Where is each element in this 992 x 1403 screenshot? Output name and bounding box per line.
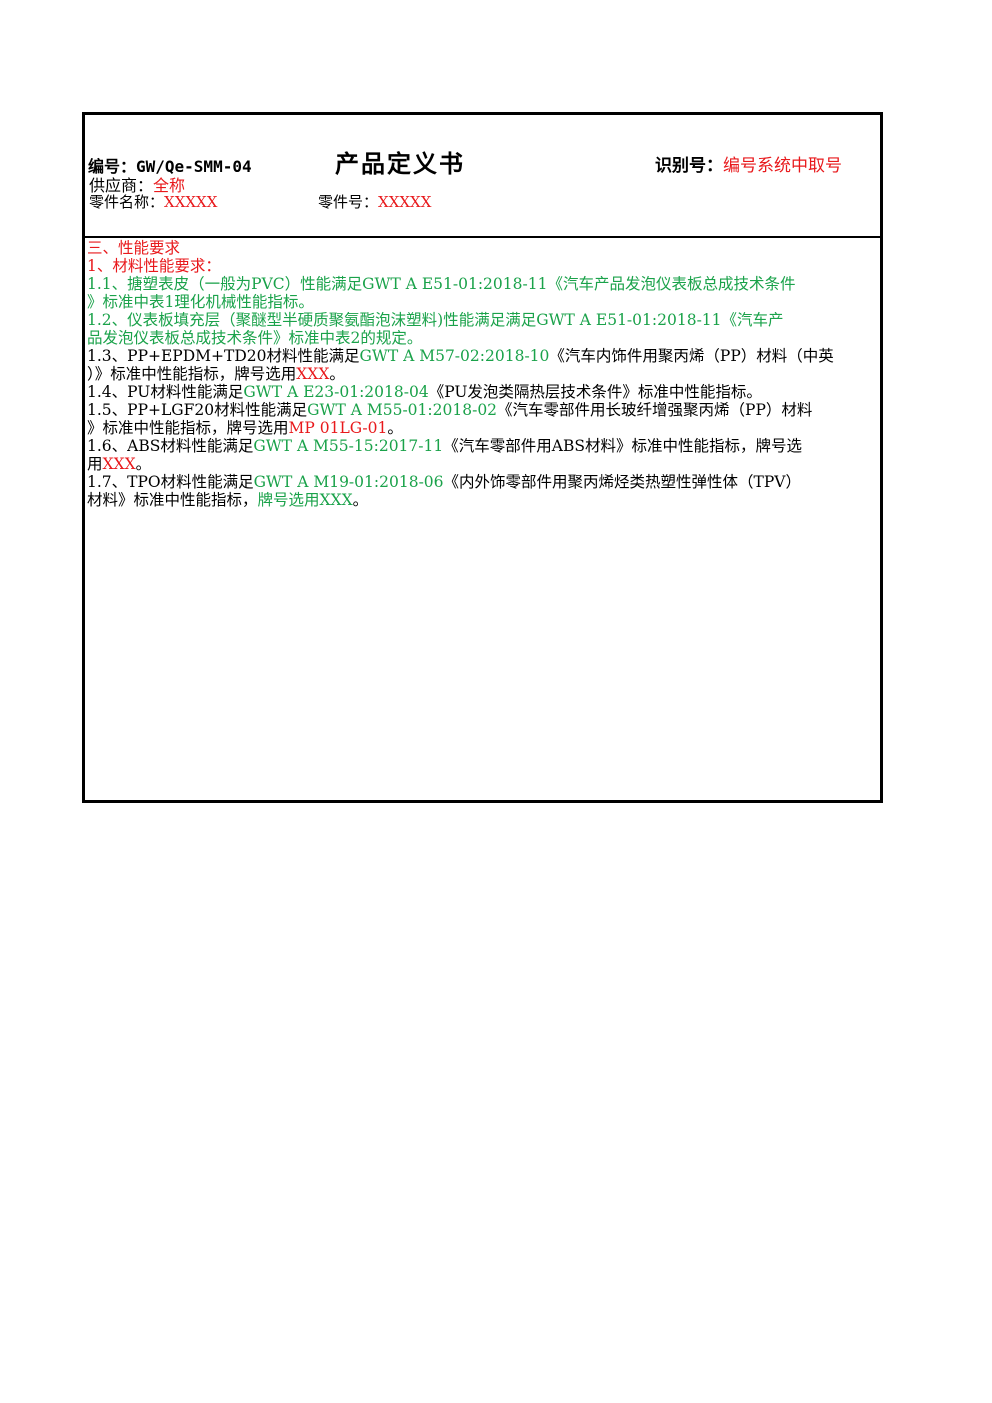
requirement-line: 1.3、PP+EPDM+TD20材料性能满足GWT A M57-02:2018-… xyxy=(87,347,879,365)
requirement-text-segment: 1.3、PP+EPDM+TD20材料性能满足 xyxy=(87,347,360,365)
requirement-text-segment: XXX xyxy=(296,365,330,383)
requirement-text-segment: 牌号选用XXX xyxy=(257,491,353,509)
requirement-text-segment: 品发泡仪表板总成技术条件》标准中表2的规定。 xyxy=(87,329,423,347)
requirement-line: 1.5、PP+LGF20材料性能满足GWT A M55-01:2018-02《汽… xyxy=(87,401,879,419)
requirement-text-segment: 用 xyxy=(87,455,103,473)
requirement-item: 1.5、PP+LGF20材料性能满足GWT A M55-01:2018-02《汽… xyxy=(87,401,879,437)
ident-value: 编号系统中取号 xyxy=(723,156,842,176)
requirement-text-segment: 。 xyxy=(135,455,152,473)
requirement-text-segment: 《汽车零部件用ABS材料》标准中性能指标，牌号选 xyxy=(443,437,802,455)
requirement-items: 1.1、搪塑表皮（一般为PVC）性能满足GWT A E51-01:2018-11… xyxy=(87,275,879,509)
part-name-value: XXXXX xyxy=(164,193,218,211)
requirement-text-segment: 1.1、搪塑表皮（一般为PVC）性能满足GWT A E51-01:2018-11… xyxy=(87,275,796,293)
requirement-text-segment: 《汽车零部件用长玻纤增强聚丙烯（PP）材料 xyxy=(497,401,813,419)
part-row: 零件名称：XXXXX 零件号：XXXXX xyxy=(89,191,879,212)
requirement-line: 用XXX。 xyxy=(87,455,879,473)
requirement-text-segment: 1.4、PU材料性能满足 xyxy=(87,383,244,401)
supplier-row: 供应商：全称 xyxy=(89,172,185,196)
requirement-line: 1.2、仪表板填充层（聚醚型半硬质聚氨酯泡沫塑料)性能满足满足GWT A E51… xyxy=(87,311,879,329)
requirement-text-segment: 》标准中性能指标，牌号选用 xyxy=(87,419,289,437)
requirement-text-segment: XXX xyxy=(102,455,136,473)
document-header: 编号：GW/Qe-SMM-04 产品定义书 识别号：编号系统中取号 供应商：全称… xyxy=(85,115,880,238)
requirement-item: 1.4、PU材料性能满足GWT A E23-01:2018-04《PU发泡类隔热… xyxy=(87,383,879,401)
requirement-text-segment: GWT A E23-01:2018-04 xyxy=(243,383,429,401)
requirement-line: ）》标准中性能指标，牌号选用XXX。 xyxy=(87,365,879,383)
requirement-line: 1.1、搪塑表皮（一般为PVC）性能满足GWT A E51-01:2018-11… xyxy=(87,275,879,293)
requirement-text-segment: 。 xyxy=(352,491,369,509)
requirement-line: 品发泡仪表板总成技术条件》标准中表2的规定。 xyxy=(87,329,879,347)
requirement-text-segment: 1.2、仪表板填充层（聚醚型半硬质聚氨酯泡沫塑料)性能满足满足GWT A E51… xyxy=(87,311,784,329)
ident-label: 识别号： xyxy=(655,156,723,176)
requirement-line: 》标准中表1理化机械性能指标。 xyxy=(87,293,879,311)
requirement-text-segment: MP 01LG-01 xyxy=(288,419,388,437)
requirement-line: 1.6、ABS材料性能满足GWT A M55-15:2017-11《汽车零部件用… xyxy=(87,437,879,455)
requirement-text-segment: GWT A M57-02:2018-10 xyxy=(359,347,550,365)
section-subheading: 1、材料性能要求： xyxy=(87,257,221,275)
supplier-value: 全称 xyxy=(153,176,186,195)
section-heading: 三、性能要求 xyxy=(87,239,181,257)
requirement-text-segment: 《汽车内饰件用聚丙烯（PP）材料（中英 xyxy=(549,347,834,365)
requirement-line: 材料》标准中性能指标，牌号选用XXX。 xyxy=(87,491,879,509)
requirement-item: 1.3、PP+EPDM+TD20材料性能满足GWT A M57-02:2018-… xyxy=(87,347,879,383)
page-title: 产品定义书 xyxy=(335,150,465,178)
part-no-value: XXXXX xyxy=(378,193,432,211)
requirement-item: 1.2、仪表板填充层（聚醚型半硬质聚氨酯泡沫塑料)性能满足满足GWT A E51… xyxy=(87,311,879,347)
supplier-label: 供应商： xyxy=(89,176,154,195)
document-frame: 编号：GW/Qe-SMM-04 产品定义书 识别号：编号系统中取号 供应商：全称… xyxy=(82,112,883,803)
requirement-text-segment: ）》标准中性能指标，牌号选用 xyxy=(87,365,297,383)
requirement-text-segment: 《内外饰零部件用聚丙烯烃类热塑性弹性体（TPV） xyxy=(443,473,801,491)
requirement-text-segment: 。 xyxy=(387,419,403,437)
requirement-item: 1.6、ABS材料性能满足GWT A M55-15:2017-11《汽车零部件用… xyxy=(87,437,879,473)
requirement-text-segment: 。 xyxy=(329,365,345,383)
requirement-text-segment: 1.5、PP+LGF20材料性能满足 xyxy=(87,401,308,419)
requirement-line: 1.4、PU材料性能满足GWT A E23-01:2018-04《PU发泡类隔热… xyxy=(87,383,879,401)
requirement-text-segment: GWT A M19-01:2018-06 xyxy=(253,473,444,491)
requirement-item: 1.7、TPO材料性能满足GWT A M19-01:2018-06《内外饰零部件… xyxy=(87,473,879,509)
requirement-text-segment: 1.6、ABS材料性能满足 xyxy=(87,437,254,455)
doc-number: 编号：GW/Qe-SMM-04 xyxy=(88,157,252,176)
ident-row: 识别号：编号系统中取号 xyxy=(655,151,842,176)
part-no-group: 零件号：XXXXX xyxy=(318,191,431,212)
requirement-text-segment: 1.7、TPO材料性能满足 xyxy=(87,473,254,491)
part-no-label: 零件号： xyxy=(318,193,379,211)
requirement-line: 1.7、TPO材料性能满足GWT A M19-01:2018-06《内外饰零部件… xyxy=(87,473,879,491)
part-name-label: 零件名称： xyxy=(89,193,165,211)
requirement-item: 1.1、搪塑表皮（一般为PVC）性能满足GWT A E51-01:2018-11… xyxy=(87,275,879,311)
requirements-body: 三、性能要求 1、材料性能要求： 1.1、搪塑表皮（一般为PVC）性能满足GWT… xyxy=(87,239,879,509)
requirement-text-segment: 》标准中表1理化机械性能指标。 xyxy=(87,293,314,311)
requirement-text-segment: 材料》标准中性能指标， xyxy=(87,491,258,509)
requirement-text-segment: GWT A M55-15:2017-11 xyxy=(253,437,444,455)
requirement-line: 》标准中性能指标，牌号选用MP 01LG-01。 xyxy=(87,419,879,437)
requirement-text-segment: GWT A M55-01:2018-02 xyxy=(307,401,498,419)
requirement-text-segment: 《PU发泡类隔热层技术条件》标准中性能指标。 xyxy=(428,383,762,401)
